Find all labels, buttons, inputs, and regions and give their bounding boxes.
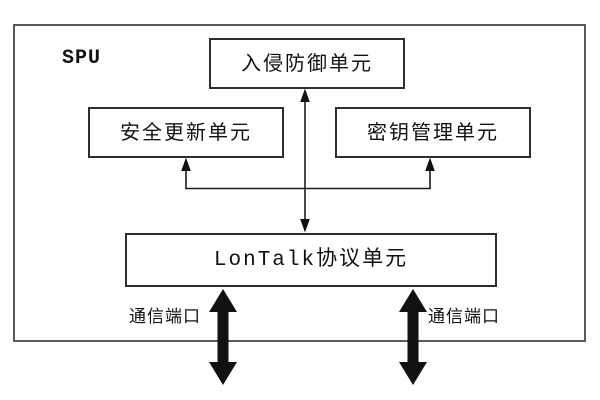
port-label-right: 通信端口	[428, 307, 500, 326]
node-intrusion-prevention-label: 入侵防御单元	[241, 52, 373, 75]
port-label-left: 通信端口	[129, 307, 201, 326]
spu-frame	[13, 24, 586, 342]
node-intrusion-prevention-unit: 入侵防御单元	[209, 38, 405, 89]
node-key-management-unit: 密钥管理单元	[335, 107, 531, 158]
node-security-update-label: 安全更新单元	[120, 121, 252, 144]
spu-label: SPU	[62, 47, 102, 70]
node-key-management-label: 密钥管理单元	[367, 121, 499, 144]
node-lontalk-protocol-unit: LonTalk协议单元	[125, 233, 497, 287]
node-lontalk-protocol-label: LonTalk协议单元	[213, 248, 409, 272]
node-security-update-unit: 安全更新单元	[88, 107, 284, 158]
